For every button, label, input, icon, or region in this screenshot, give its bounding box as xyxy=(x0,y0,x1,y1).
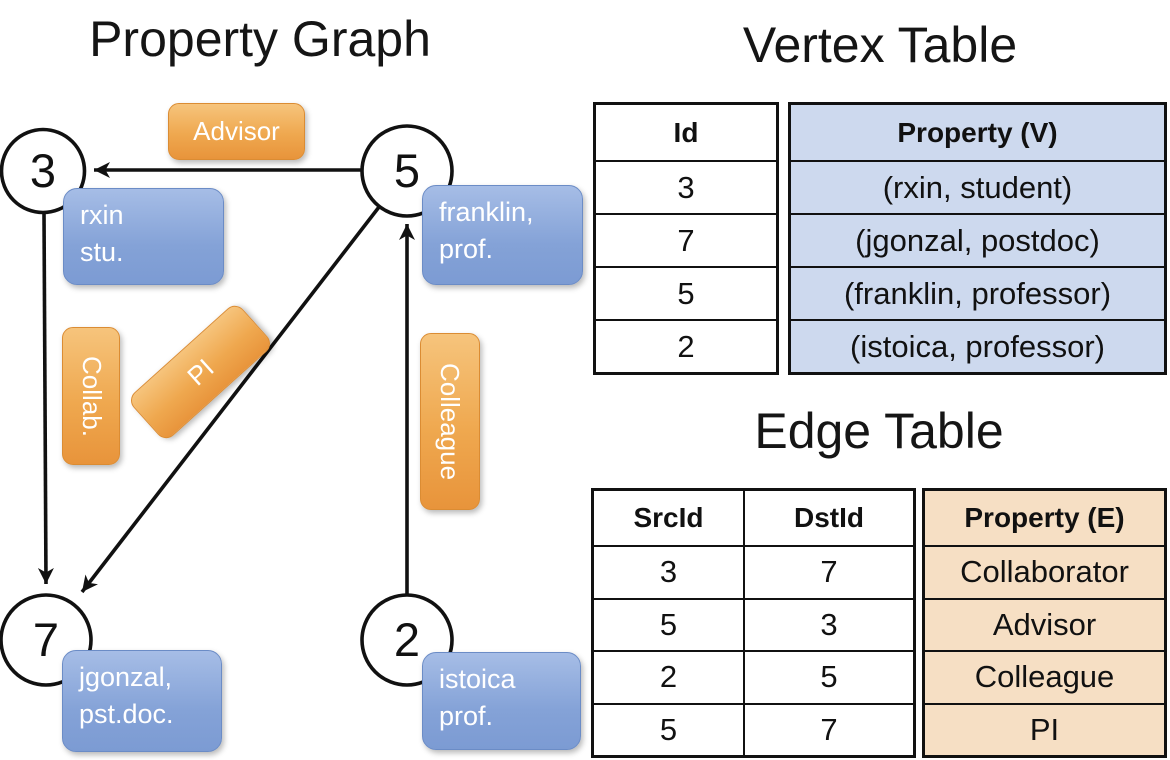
colleague-edge-label-text: Colleague xyxy=(435,362,466,481)
edge-table-header-dstid: DstId xyxy=(743,491,913,545)
node-id-2: 2 xyxy=(394,613,420,666)
table-cell: (istoica, professor) xyxy=(791,319,1164,372)
table-cell: 5 xyxy=(743,650,913,703)
table-cell: (franklin, professor) xyxy=(791,266,1164,319)
vertex-card-line2: stu. xyxy=(80,237,124,267)
edge-table-title: Edge Table xyxy=(754,403,1004,459)
vertex-table-header-id: Id xyxy=(673,116,699,148)
collab-edge-label-text: Collab. xyxy=(76,355,107,437)
vertex-table-property-column: Property (V) (rxin, student) (jgonzal, p… xyxy=(788,102,1167,375)
colleague-edge-label: Colleague xyxy=(420,333,480,510)
vertex-card-line1: jgonzal, xyxy=(79,662,173,692)
table-cell: 5 xyxy=(594,597,743,651)
node-id-3: 3 xyxy=(30,144,56,197)
table-cell: 7 xyxy=(743,702,913,755)
table-cell: 2 xyxy=(596,319,776,372)
advisor-edge-label-text: Advisor xyxy=(193,116,280,146)
edge-table-property-column: Property (E) Collaborator Advisor Collea… xyxy=(922,488,1167,758)
table-cell: Advisor xyxy=(925,597,1164,650)
advisor-edge-label: Advisor xyxy=(168,103,305,160)
vertex-property-card-rxin: rxin stu. xyxy=(63,188,224,285)
table-cell: 5 xyxy=(594,702,743,756)
vertex-card-line1: istoica xyxy=(439,664,516,694)
vertex-card-line2: prof. xyxy=(439,234,494,264)
vertex-table-id-column: Id 3 7 5 2 xyxy=(593,102,779,375)
edge-line-pi-5-7 xyxy=(80,205,381,594)
vertex-card-line2: pst.doc. xyxy=(79,699,174,729)
edge-line-collab-3-7 xyxy=(37,212,54,585)
vertex-table-header-property: Property (V) xyxy=(791,105,1164,160)
table-cell: (rxin, student) xyxy=(791,160,1164,213)
edge-table-header-property: Property (E) xyxy=(925,491,1164,545)
pi-edge-label-text: PI xyxy=(180,352,220,392)
vertex-card-line1: franklin, xyxy=(439,197,534,227)
node-id-7: 7 xyxy=(33,613,59,666)
table-cell: 5 xyxy=(596,266,776,319)
node-circle-3 xyxy=(0,127,87,215)
table-cell: Collaborator xyxy=(925,545,1164,598)
table-cell: 3 xyxy=(594,545,743,598)
table-cell: Colleague xyxy=(925,650,1164,703)
edge-table-id-columns: SrcId DstId 3 7 5 3 2 5 5 7 xyxy=(591,488,916,758)
node-id-5: 5 xyxy=(394,144,420,197)
table-cell: (jgonzal, postdoc) xyxy=(791,213,1164,266)
vertex-property-card-istoica: istoica prof. xyxy=(422,652,581,750)
table-cell: 3 xyxy=(743,597,913,650)
table-cell: PI xyxy=(925,702,1164,755)
edge-table-header-srcid: SrcId xyxy=(633,502,704,533)
table-cell: 7 xyxy=(596,213,776,266)
vertex-card-line2: prof. xyxy=(439,701,494,731)
vertex-table-title: Vertex Table xyxy=(742,17,1018,73)
vertex-property-card-jgonzal: jgonzal, pst.doc. xyxy=(62,650,222,752)
table-cell: 7 xyxy=(743,545,913,598)
table-cell: 3 xyxy=(596,160,776,213)
vertex-card-line1: rxin xyxy=(80,200,124,230)
vertex-property-card-franklin: franklin, prof. xyxy=(422,185,583,285)
property-graph-title: Property Graph xyxy=(89,11,431,67)
table-cell: 2 xyxy=(594,650,743,703)
collab-edge-label: Collab. xyxy=(62,327,120,465)
